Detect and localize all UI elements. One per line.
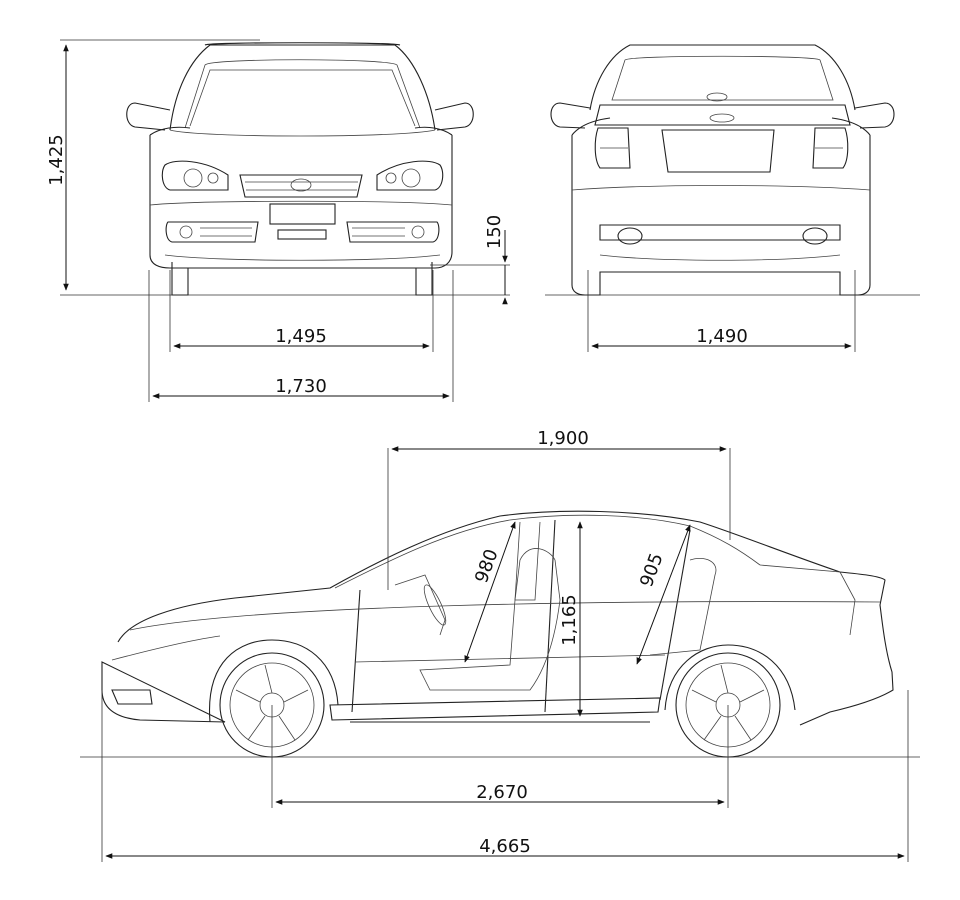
rear-headroom-label: 905 xyxy=(636,550,667,589)
front-view xyxy=(60,42,510,296)
rear-view xyxy=(545,44,920,296)
front-track-label: 1,495 xyxy=(275,326,327,347)
side-view-dimensions: 1,900 980 905 1,165 2,670 4,665 xyxy=(101,428,909,862)
ground-clearance-label: 150 xyxy=(484,215,505,249)
height-label: 1,425 xyxy=(46,134,67,186)
rear-track-label: 1,490 xyxy=(696,326,748,347)
front-headroom-label: 980 xyxy=(471,546,502,585)
interior-height-label: 1,165 xyxy=(559,594,580,646)
front-view-dimensions: 1,425 150 1,495 1,730 xyxy=(46,39,510,402)
side-view xyxy=(80,510,920,758)
overall-length-label: 4,665 xyxy=(479,836,531,857)
rear-view-dimensions: 1,490 xyxy=(587,270,856,352)
wheelbase-label: 2,670 xyxy=(476,782,528,803)
width-label: 1,730 xyxy=(275,376,327,397)
cabin-length-label: 1,900 xyxy=(537,428,589,449)
